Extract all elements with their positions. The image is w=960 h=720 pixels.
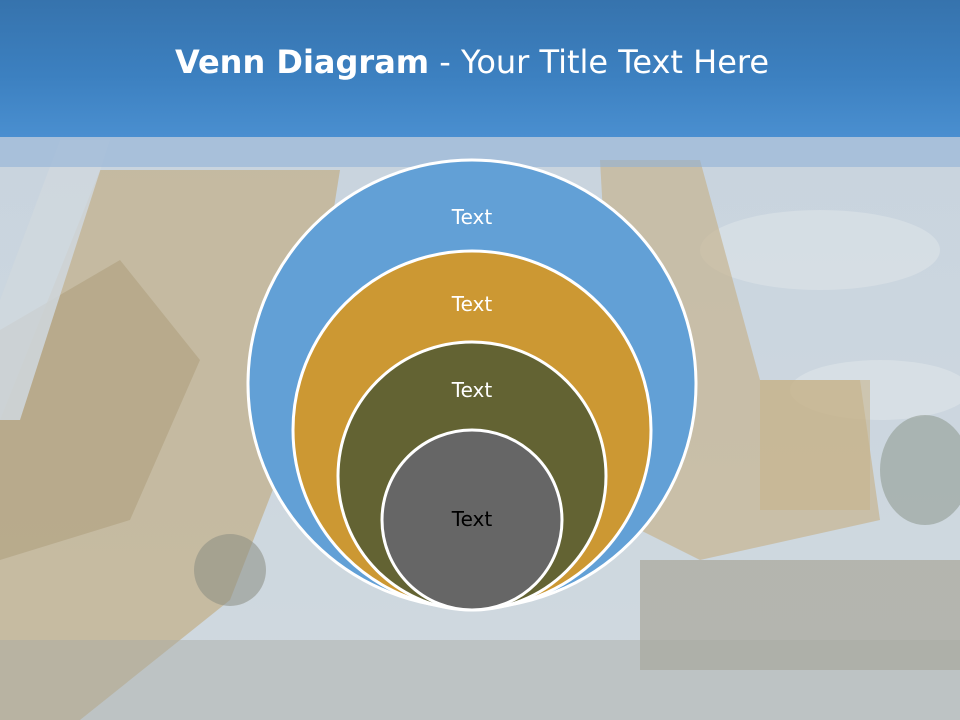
venn-circle-2-label: Text bbox=[451, 292, 493, 316]
slide-title: Venn Diagram - Your Title Text Here bbox=[0, 40, 944, 84]
venn-circle-1-label: Text bbox=[451, 205, 493, 229]
venn-circle-4-label: Text bbox=[451, 507, 493, 531]
venn-circle-4: Text bbox=[380, 428, 564, 612]
title-bar bbox=[0, 0, 960, 137]
venn-circle-4-shape bbox=[380, 428, 564, 612]
slide-title-bold: Venn Diagram bbox=[174, 43, 430, 81]
slide-title-rest: - Your Title Text Here bbox=[429, 43, 770, 81]
venn-circle-3-label: Text bbox=[451, 378, 493, 402]
